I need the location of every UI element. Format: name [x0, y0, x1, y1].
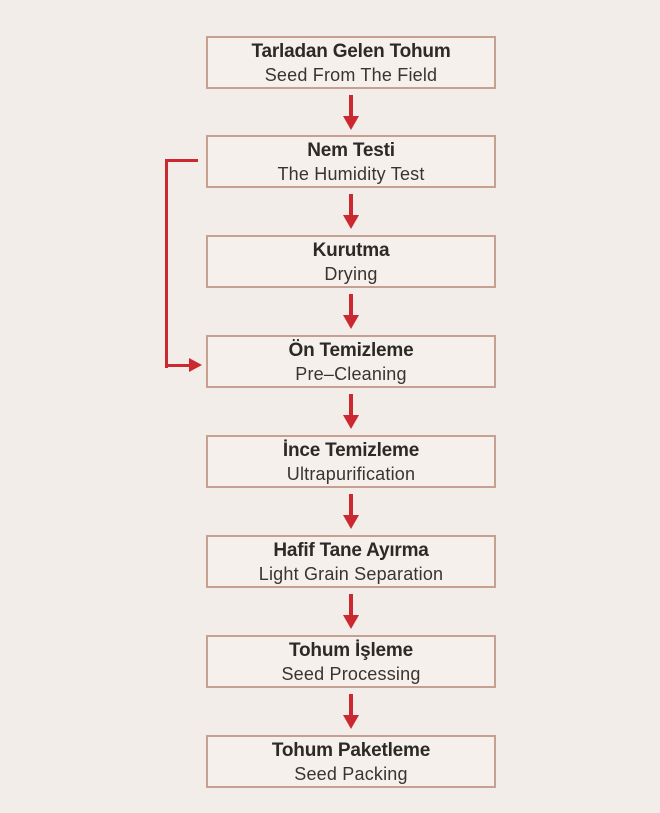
flow-step-hafif-tane-ayirma: Hafif Tane Ayırma Light Grain Separation [206, 535, 496, 588]
bypass-arrow-top-line [165, 159, 198, 162]
arrow-head [343, 215, 359, 229]
step-title: Hafif Tane Ayırma [273, 539, 429, 561]
arrow-stem [349, 694, 353, 715]
arrow-head [343, 515, 359, 529]
down-arrow-icon [343, 394, 359, 430]
down-arrow-icon [343, 494, 359, 530]
bypass-arrow-vertical-line [165, 159, 168, 368]
flow-step-on-temizleme: Ön Temizleme Pre–Cleaning [206, 335, 496, 388]
right-arrow-icon [189, 358, 202, 372]
arrow-stem [349, 594, 353, 615]
flow-step-tohum-paketleme: Tohum Paketleme Seed Packing [206, 735, 496, 788]
arrow-stem [349, 294, 353, 315]
step-title: Tohum İşleme [289, 639, 413, 661]
step-subtitle: Pre–Cleaning [295, 363, 407, 384]
bypass-arrow-bottom-line [165, 364, 190, 367]
arrow-head [343, 116, 359, 130]
down-arrow-icon [343, 594, 359, 630]
arrow-stem [349, 394, 353, 415]
step-title: Kurutma [312, 239, 390, 261]
step-title: Ön Temizleme [288, 339, 414, 361]
flow-step-tarladan-gelen-tohum: Tarladan Gelen Tohum Seed From The Field [206, 36, 496, 89]
step-title: Tohum Paketleme [271, 739, 431, 761]
flow-step-kurutma: Kurutma Drying [206, 235, 496, 288]
flow-step-ince-temizleme: İnce Temizleme Ultrapurification [206, 435, 496, 488]
arrow-stem [349, 494, 353, 515]
flow-step-nem-testi: Nem Testi The Humidity Test [206, 135, 496, 188]
step-title: Nem Testi [307, 139, 395, 161]
step-subtitle: Seed From The Field [264, 64, 438, 85]
step-subtitle: The Humidity Test [277, 163, 425, 184]
flow-step-tohum-isleme: Tohum İşleme Seed Processing [206, 635, 496, 688]
step-subtitle: Seed Processing [281, 663, 421, 684]
step-subtitle: Drying [324, 263, 378, 284]
step-subtitle: Seed Packing [294, 763, 408, 784]
arrow-stem [349, 194, 353, 215]
arrow-head [343, 715, 359, 729]
down-arrow-icon [343, 294, 359, 330]
arrow-head [343, 315, 359, 329]
step-subtitle: Light Grain Separation [258, 563, 444, 584]
down-arrow-icon [343, 694, 359, 730]
down-arrow-icon [343, 95, 359, 131]
arrow-head [343, 615, 359, 629]
down-arrow-icon [343, 194, 359, 230]
step-subtitle: Ultrapurification [286, 463, 416, 484]
arrow-head [343, 415, 359, 429]
step-title: Tarladan Gelen Tohum [251, 40, 451, 62]
arrow-stem [349, 95, 353, 116]
step-title: İnce Temizleme [282, 439, 420, 461]
